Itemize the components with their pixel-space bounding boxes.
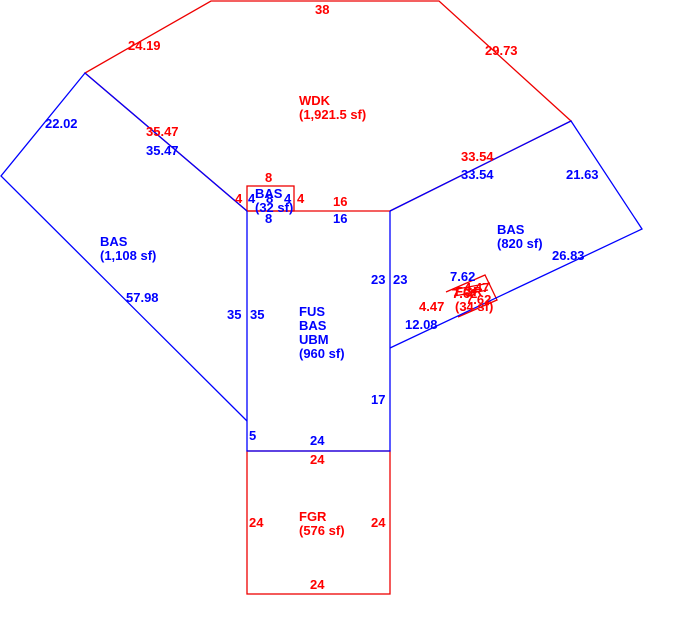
dim-wdk-diag-right-red: 33.54 xyxy=(461,149,494,164)
bay-area: (34 sf) xyxy=(455,299,493,314)
dim-small-top: 8 xyxy=(265,170,272,185)
dim-main-left-inner: 35 xyxy=(250,307,264,322)
dim-fgr-left: 24 xyxy=(249,515,264,530)
dim-fgr-bottom: 24 xyxy=(310,577,325,592)
dim-bay-top: 7.62 xyxy=(450,269,475,284)
dim-right-top: 21.63 xyxy=(566,167,599,182)
bas-small-area: (32 sf) xyxy=(255,200,293,215)
dim-main-right-out: 23 xyxy=(393,272,407,287)
bay-inner-2 xyxy=(453,289,489,297)
bas-left-code: BAS xyxy=(100,234,128,249)
fgr-code: FGR xyxy=(299,509,327,524)
dim-bay-b: 7.62 xyxy=(452,286,477,301)
wdk-area: (1,921.5 sf) xyxy=(299,107,366,122)
dim-main-bottom-blue: 24 xyxy=(310,433,325,448)
dim-main-left-outer: 35 xyxy=(227,307,241,322)
main-outline xyxy=(246,211,391,452)
bas-small-code: BAS xyxy=(255,186,283,201)
bas-right-code: BAS xyxy=(497,222,525,237)
dim-left-lower: 57.98 xyxy=(126,290,159,305)
dim-bay-a: 4.47 xyxy=(464,280,489,295)
dim-main-top-blue: 16 xyxy=(333,211,347,226)
dim-wdk-diag-left-red: 35.47 xyxy=(146,124,179,139)
fgr-area: (576 sf) xyxy=(299,523,345,538)
bas-left-area: (1,108 sf) xyxy=(100,248,156,263)
dim-bay-side-red: 4.47 xyxy=(419,299,444,314)
bas-left-outline xyxy=(0,72,248,422)
main-code-1: FUS xyxy=(299,304,325,319)
dim-main-right-lower: 17 xyxy=(371,392,385,407)
bas-right-outline xyxy=(389,120,643,349)
bay-outline xyxy=(445,274,498,318)
dim-small-left-blue: 4 xyxy=(248,191,256,206)
main-code-3: UBM xyxy=(299,332,329,347)
dim-main-right-in: 23 xyxy=(371,272,385,287)
dim-small-left-red: 4 xyxy=(235,191,243,206)
dim-wdk-top: 38 xyxy=(315,2,329,17)
dim-wdk-upper-right: 29.73 xyxy=(485,43,518,58)
dim-small-mid-blue: 8 xyxy=(266,191,273,206)
bay-code: FGR xyxy=(455,284,483,299)
dim-wdk-upper-left: 24.19 xyxy=(128,38,161,53)
dim-left-upper: 22.02 xyxy=(45,116,78,131)
dim-right-left: 12.08 xyxy=(405,317,438,332)
dim-right-right: 26.83 xyxy=(552,248,585,263)
dim-bay-c: 7.62 xyxy=(466,292,491,307)
dim-fgr-top: 24 xyxy=(310,452,325,467)
dim-small-bottom: 8 xyxy=(265,211,272,226)
dim-wdk-diag-right-blue: 33.54 xyxy=(461,167,494,182)
bay-inner-1 xyxy=(451,282,491,291)
dim-main-left-bottom: 5 xyxy=(249,428,256,443)
dim-small-right-blue: 4 xyxy=(284,191,292,206)
dim-small-right-red: 4 xyxy=(297,191,305,206)
dim-fgr-right: 24 xyxy=(371,515,386,530)
dim-wdk-diag-left-blue: 35.47 xyxy=(146,143,179,158)
main-code-2: BAS xyxy=(299,318,327,333)
bas-right-area: (820 sf) xyxy=(497,236,543,251)
main-area: (960 sf) xyxy=(299,346,345,361)
wdk-code: WDK xyxy=(299,93,331,108)
dim-main-top-red: 16 xyxy=(333,194,347,209)
